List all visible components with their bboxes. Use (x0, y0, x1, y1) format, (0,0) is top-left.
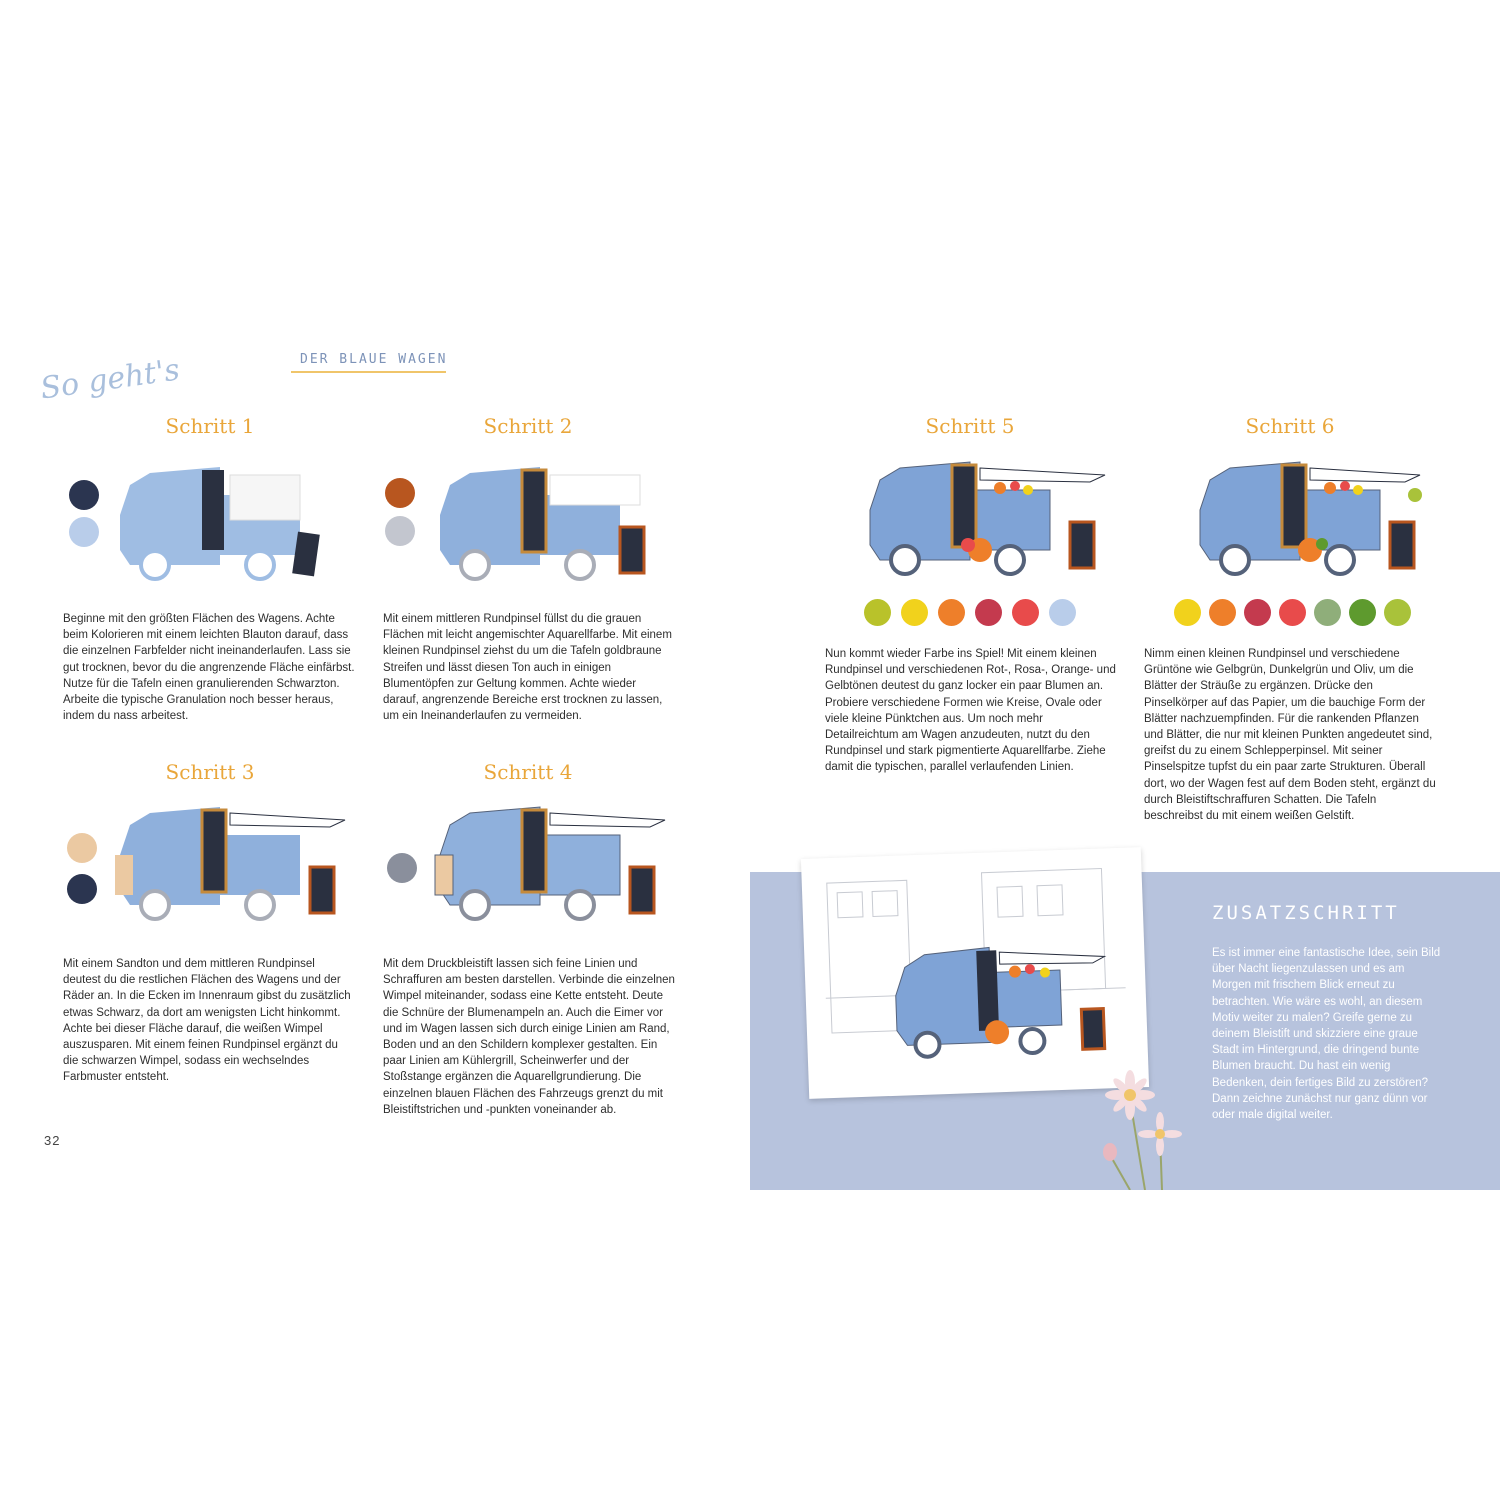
step-2-heading: Schritt 2 (483, 414, 573, 438)
extra-step-photo (800, 847, 1150, 1099)
extra-step-text: Es ist immer eine fantastische Idee, sei… (1212, 947, 1441, 1122)
truck-illustration-step-1 (120, 467, 320, 581)
swatch (1384, 599, 1411, 626)
truck-illustration-step-5 (869, 461, 1106, 576)
truck-illustration-step-4 (434, 806, 666, 921)
step-6-text: Nimm einen kleinen Rundpinsel und versch… (1144, 648, 1436, 823)
swatch (385, 516, 415, 546)
page-number-left: 32 (44, 1133, 61, 1148)
swatch (1049, 599, 1076, 626)
swatch (385, 478, 415, 508)
section-rule (291, 371, 446, 373)
swatch (69, 480, 99, 510)
step-2-text: Mit einem mittleren Rundpinsel füllst du… (383, 613, 672, 723)
step-5-heading: Schritt 5 (925, 414, 1015, 438)
script-title: So geht's (38, 352, 182, 407)
step-4-heading: Schritt 4 (483, 760, 573, 784)
swatch (975, 599, 1002, 626)
swatch (1279, 599, 1306, 626)
extra-step-title: ZUSATZSCHRITT (1212, 902, 1400, 924)
swatch (67, 833, 97, 863)
step-5-text: Nun kommt wieder Farbe ins Spiel! Mit ei… (825, 648, 1116, 774)
step-1-heading: Schritt 1 (165, 414, 255, 438)
swatch (1209, 599, 1236, 626)
swatch (1244, 599, 1271, 626)
city-truck-illustration (816, 867, 1134, 1079)
swatch (1314, 599, 1341, 626)
swatch (938, 599, 965, 626)
step-1-text: Beginne mit den größten Flächen des Wage… (63, 613, 355, 723)
swatch (864, 599, 891, 626)
swatch (901, 599, 928, 626)
step-6-heading: Schritt 6 (1245, 414, 1335, 438)
truck-illustration-step-6 (1199, 461, 1422, 576)
swatch (1012, 599, 1039, 626)
swatch (1174, 599, 1201, 626)
swatch (1349, 599, 1376, 626)
section-label: DER BLAUE WAGEN (300, 352, 448, 367)
step-3-heading: Schritt 3 (165, 760, 255, 784)
truck-illustration-step-2 (440, 467, 646, 581)
swatch (69, 517, 99, 547)
swatch (387, 853, 417, 883)
truck-illustration-step-3 (115, 807, 346, 921)
daisy-flowers-decoration (1103, 1070, 1182, 1190)
step-3-text: Mit einem Sandton und dem mittleren Rund… (63, 958, 351, 1084)
swatch (67, 874, 97, 904)
step-4-text: Mit dem Druckbleistift lassen sich feine… (383, 958, 675, 1116)
